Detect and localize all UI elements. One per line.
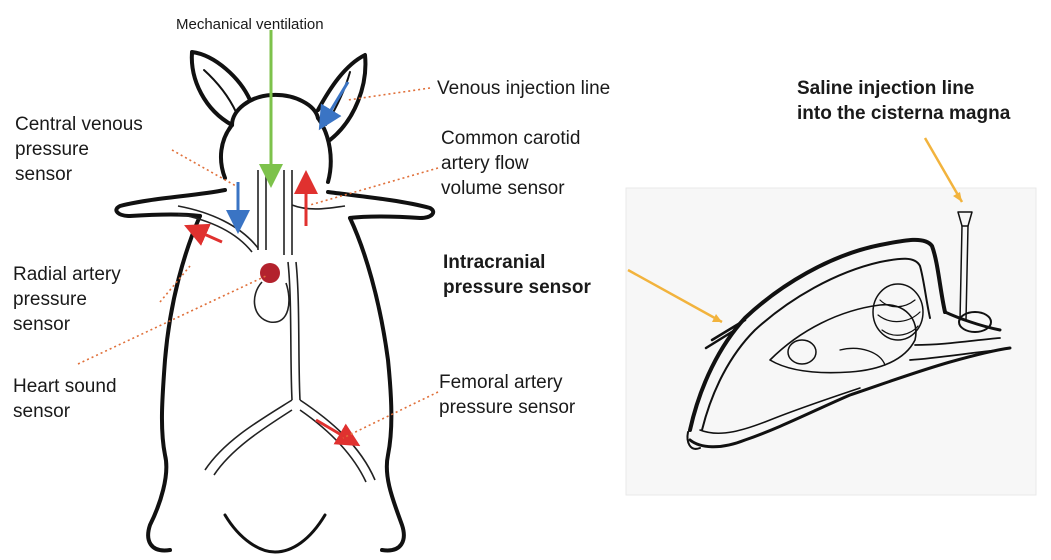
label-common-carotid-flow-sensor: Common carotid artery flow volume sensor xyxy=(441,126,580,201)
label-femoral-artery-pressure-sensor: Femoral artery pressure sensor xyxy=(439,370,575,420)
label-mechanical-ventilation: Mechanical ventilation xyxy=(176,12,324,37)
radial-artery-arrow xyxy=(195,230,222,242)
label-heart-sound-sensor: Heart sound sensor xyxy=(13,374,117,424)
label-venous-injection-line: Venous injection line xyxy=(437,76,610,101)
heart-sound-sensor-dot xyxy=(260,263,280,283)
label-radial-artery-pressure-sensor: Radial artery pressure sensor xyxy=(13,262,121,337)
label-central-venous-pressure-sensor: Central venous pressure sensor xyxy=(15,112,143,187)
rat-body-outline xyxy=(116,52,433,552)
label-saline-injection-line: Saline injection line into the cisterna … xyxy=(797,76,1010,126)
blood-vessels xyxy=(178,170,375,482)
sagittal-panel xyxy=(626,188,1036,495)
label-intracranial-pressure-sensor: Intracranial pressure sensor xyxy=(443,250,591,300)
venous-injection-arrow xyxy=(325,82,348,120)
